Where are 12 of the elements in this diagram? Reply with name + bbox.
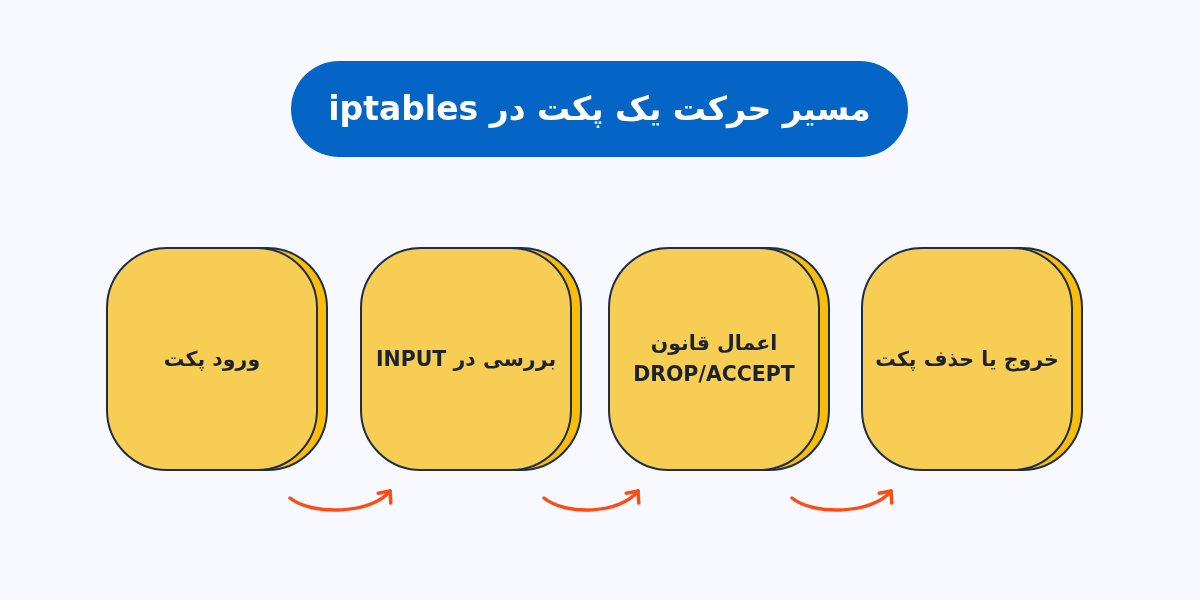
process-box [861,247,1083,471]
process-box [106,247,328,471]
curved-arrow [542,489,640,512]
curved-arrow [288,489,392,512]
curved-arrow [790,489,893,512]
process-box [360,247,582,471]
step-label: بررسی در INPUT [375,345,557,373]
step-label: اعمال قانون DROP/ACCEPT [632,330,796,388]
step-label: ورود پکت [163,345,261,373]
process-box [608,247,830,471]
step-label: خروج یا حذف پکت [875,345,1059,374]
title-banner: مسیر حرکت یک پکت در iptables [291,61,908,157]
